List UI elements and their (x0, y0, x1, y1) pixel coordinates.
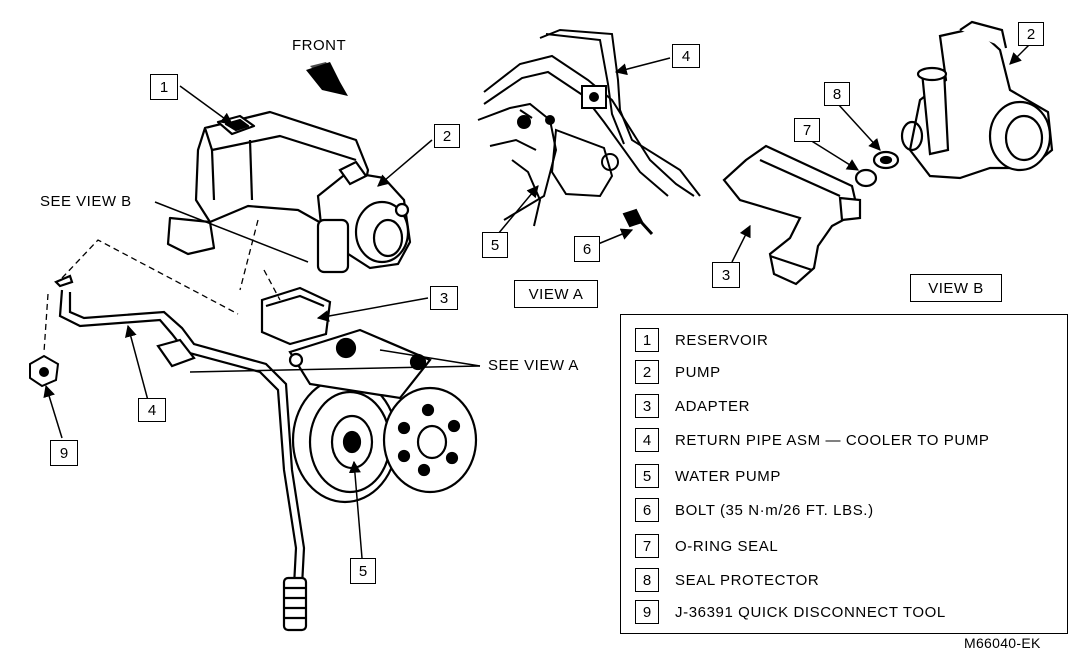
legend-number: 4 (635, 428, 659, 452)
callout-2-view-b: 2 (1018, 22, 1044, 46)
view-b-illustration (722, 20, 1054, 286)
adapter-illustration (260, 286, 332, 346)
callout-6: 6 (574, 236, 600, 262)
legend-label: O-RING SEAL (675, 537, 779, 555)
legend-label: WATER PUMP (675, 467, 781, 485)
view-a-box: VIEW A (514, 280, 598, 308)
callout-3-main: 3 (430, 286, 458, 310)
legend-label: PUMP (675, 363, 721, 381)
callout-2-main: 2 (434, 124, 460, 148)
legend-label: RESERVOIR (675, 331, 769, 349)
legend-label: ADAPTER (675, 397, 751, 415)
legend-number: 3 (635, 394, 659, 418)
legend-number: 9 (635, 600, 659, 624)
callout-8: 8 (824, 82, 850, 106)
legend-label: SEAL PROTECTOR (675, 571, 820, 589)
legend-label: J-36391 QUICK DISCONNECT TOOL (675, 603, 946, 621)
view-b-box: VIEW B (910, 274, 1002, 302)
legend-row-water-pump: 5 WATER PUMP (635, 463, 781, 489)
leader-lines-view-a (497, 57, 671, 245)
legend-row-reservoir: 1 RESERVOIR (635, 327, 768, 353)
figure-id: M66040-EK (964, 635, 1041, 651)
legend-number: 6 (635, 498, 659, 522)
callout-9: 9 (50, 440, 78, 466)
callout-3-view-b: 3 (712, 262, 740, 288)
callout-5-view-a: 5 (482, 232, 508, 258)
legend-row-adapter: 3 ADAPTER (635, 393, 750, 419)
callout-4-main: 4 (138, 398, 166, 422)
see-view-a-label: SEE VIEW A (488, 357, 579, 374)
legend-row-return-pipe: 4 RETURN PIPE ASM — COOLER TO PUMP (635, 427, 990, 453)
legend-row-seal-protector: 8 SEAL PROTECTOR (635, 567, 819, 593)
leader-lines-main (43, 85, 481, 559)
front-label: FRONT (292, 37, 347, 54)
legend-number: 2 (635, 360, 659, 384)
legend: 1 RESERVOIR 2 PUMP 3 ADAPTER 4 RETURN PI… (620, 314, 1068, 634)
legend-row-o-ring-seal: 7 O-RING SEAL (635, 533, 778, 559)
legend-label: BOLT (35 N·m/26 FT. LBS.) (675, 501, 874, 519)
legend-number: 8 (635, 568, 659, 592)
legend-number: 5 (635, 464, 659, 488)
legend-row-quick-disconnect-tool: 9 J-36391 QUICK DISCONNECT TOOL (635, 599, 946, 625)
see-view-b-label: SEE VIEW B (40, 193, 132, 210)
quick-disconnect-tool-illustration (29, 354, 60, 388)
legend-number: 7 (635, 534, 659, 558)
callout-5-main: 5 (350, 558, 376, 584)
return-pipe-illustration (54, 274, 308, 632)
legend-label: RETURN PIPE ASM — COOLER TO PUMP (675, 431, 990, 449)
dashed-guide-lines (43, 219, 281, 353)
legend-row-bolt: 6 BOLT (35 N·m/26 FT. LBS.) (635, 497, 874, 523)
pump-illustration (316, 160, 412, 274)
callout-1: 1 (150, 74, 178, 100)
legend-row-pump: 2 PUMP (635, 359, 721, 385)
callout-4-view-a: 4 (672, 44, 700, 68)
front-arrow-icon (306, 62, 348, 96)
legend-number: 1 (635, 328, 659, 352)
view-a-illustration (477, 28, 701, 236)
water-pump-illustration (288, 328, 478, 504)
callout-7: 7 (794, 118, 820, 142)
leader-lines-view-b (731, 41, 1033, 263)
